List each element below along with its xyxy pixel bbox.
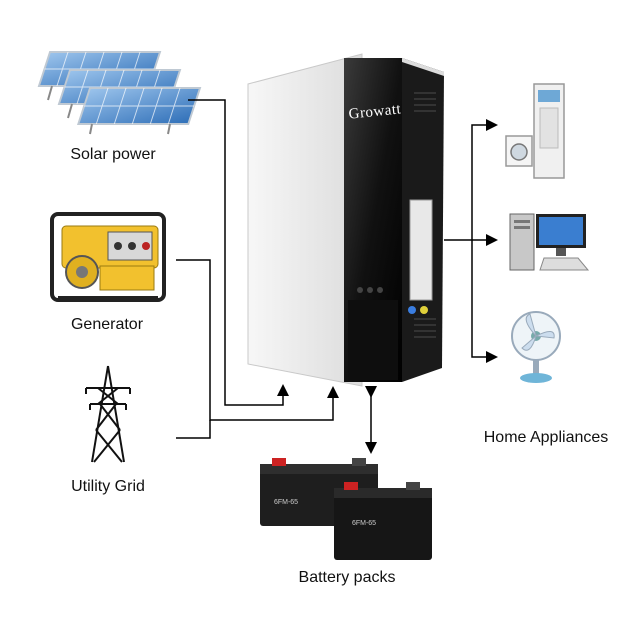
battery-icon — [260, 458, 432, 560]
computer-icon — [509, 213, 590, 271]
loads-label: Home Appliances — [483, 429, 609, 446]
inverter-icon — [247, 53, 444, 387]
solar-connection — [188, 99, 289, 406]
power-tower-icon — [85, 365, 131, 463]
source-label-grid: Utility Grid — [71, 478, 145, 495]
generator-icon — [50, 212, 166, 302]
source-label-generator: Generator — [70, 316, 144, 333]
storage-label: Battery packs — [298, 569, 396, 586]
solar-panel-icon — [37, 51, 202, 135]
source-label-solar: Solar power — [70, 146, 156, 163]
battery-model-label-1: 6FM-65 — [273, 499, 299, 506]
load-connection — [444, 119, 498, 241]
battery-model-label-2: 6FM-65 — [351, 520, 377, 527]
fan-icon — [511, 311, 561, 383]
air-conditioner-washer-icon — [505, 83, 565, 179]
connection-lines — [176, 99, 498, 454]
grid-connection — [176, 420, 211, 439]
